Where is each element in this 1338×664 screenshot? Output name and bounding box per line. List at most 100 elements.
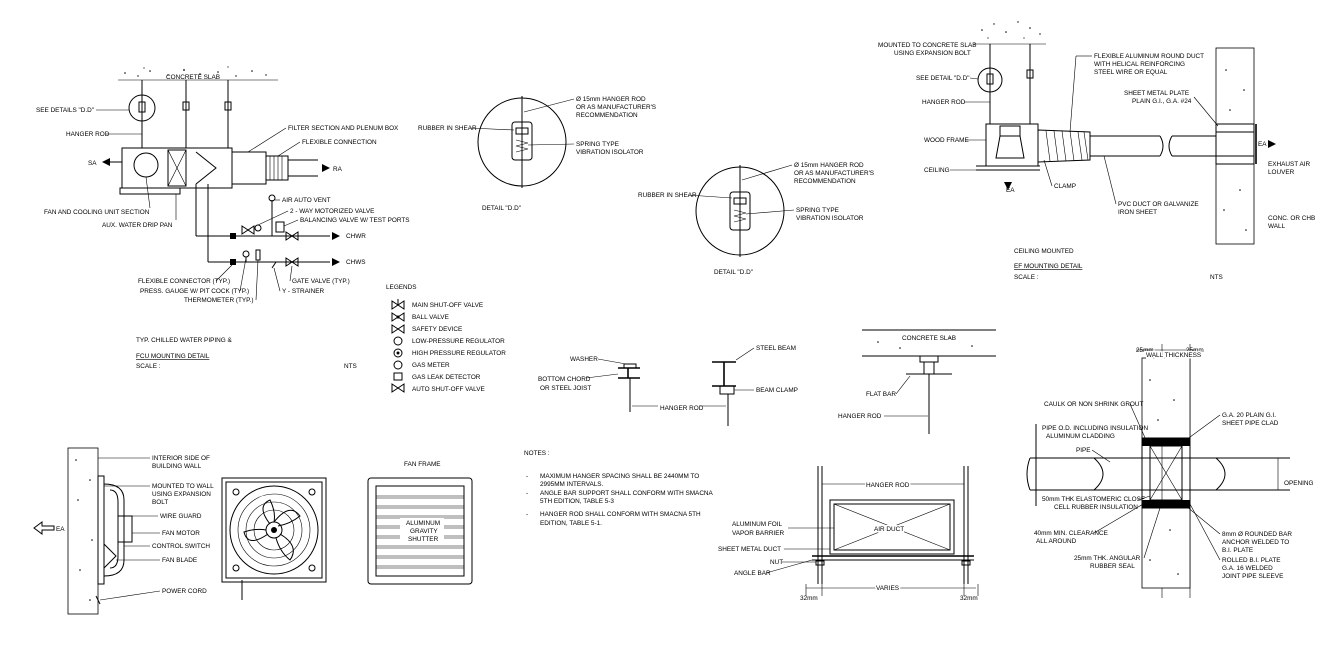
dd2-rod2: OR AS MANUFACTURER'S [794, 170, 874, 177]
legend-heading: LEGENDS [386, 284, 417, 291]
legend-item: BALL VALVE [412, 314, 449, 321]
sleeve-caulk: CAULK OR NON SHRINK GROUT [1044, 401, 1144, 408]
sleeve-d25a: 25mm [1136, 347, 1154, 354]
fan-mounted3: BOLT [152, 499, 168, 506]
notes-line: 5TH EDITION, TABLE 5-3 [540, 498, 614, 505]
beam-bottom1: BOTTOM CHORD [538, 376, 591, 383]
fan-interior1: INTERIOR SIDE OF [152, 455, 210, 462]
shutter-label3: SHUTTER [408, 536, 439, 543]
dd1-title: DETAIL "D.D" [482, 205, 521, 212]
dd2-spring: SPRING TYPE [796, 207, 839, 214]
sleeve-angular2: RUBBER SEAL [1090, 563, 1135, 570]
sleeve-rolled2: G.A. 16 WELDED [1222, 565, 1273, 572]
sleeve-opening: OPENING [1284, 480, 1314, 487]
fan-power: POWER CORD [162, 588, 207, 595]
sleeve-rolled1: ROLLED B.I. PLATE [1222, 557, 1280, 564]
legend-item: MAIN SHUT-OFF VALVE [412, 302, 483, 309]
ef-plate1: SHEET METAL PLATE [1124, 90, 1189, 97]
fcu-gate-valve: GATE VALVE (TYP.) [292, 278, 350, 285]
ef-mounting-detail: MOUNTED TO CONCRETE SLAB USING EXPANSION… [878, 21, 1315, 281]
fcu-air-vent: AIR AUTO VENT [282, 197, 331, 204]
pipe-sleeve-detail: 25mm 25mm WALL THICKNESS CAULK OR NON SH… [1026, 344, 1314, 598]
sleeve-bar3: B.I. PLATE [1222, 547, 1253, 554]
duct-nut: NUT [770, 559, 783, 566]
ef-hanger-rod: HANGER ROD [922, 99, 966, 106]
fcu-thermometer: THERMOMETER (TYP.) [184, 297, 253, 304]
sleeve-pipe-od1: PIPE O.D. INCLUDING INSULATION [1042, 425, 1148, 432]
duct-dim-right: 32mm [960, 595, 978, 602]
fcu-mounting-detail: CONCRETE SLAB RA SA SEE DETAILS "D.D" HA… [36, 66, 410, 370]
notes-heading: NOTES : [524, 450, 550, 457]
dd2-title: DETAIL "D.D" [714, 269, 753, 276]
ef-scale: SCALE : [1014, 274, 1039, 281]
fcu-press-gauge: PRESS. GAUGE W/ PIT COCK (TYP.) [140, 288, 249, 295]
ef-ceiling: CEILING [924, 167, 950, 174]
fan-blade: FAN BLADE [162, 557, 197, 564]
fcu-ra-label: RA [333, 166, 343, 173]
dd2-spring2: VIBRATION ISOLATOR [796, 215, 864, 222]
sleeve-pipe: PIPE [1076, 447, 1091, 454]
dd1-rod: Ø 15mm HANGER ROD [576, 96, 646, 103]
sleeve-elast2: CELL RUBBER INSULATION [1054, 504, 1138, 511]
sleeve-clear1: 40mm MIN. CLEARANCE [1034, 530, 1108, 537]
fcu-motorized-valve: 2 - WAY MOTORIZED VALVE [290, 208, 374, 215]
ef-see-detail: SEE DETAIL "D.D" [916, 75, 970, 82]
duct-hanger-rod: HANGER ROD [866, 482, 910, 489]
legend-item: GAS LEAK DETECTOR [412, 374, 481, 381]
notes-bullet: - [526, 490, 528, 497]
duct-foil1: ALUMINUM FOIL [732, 521, 783, 528]
fcu-flex-connector: FLEXIBLE CONNECTOR (TYP.) [138, 278, 230, 285]
fcu-hanger-rod: HANGER ROD [66, 131, 110, 138]
fcu-chws: CHWS [346, 259, 366, 266]
legend-item: HIGH PRESSURE REGULATOR [412, 350, 506, 357]
dd2-rod3: RECOMMENDATION [794, 178, 856, 185]
fcu-y-strainer: Y - STRAINER [282, 288, 325, 295]
slab-flat-bar: FLAT BAR [866, 391, 896, 398]
ef-mounted2: USING EXPANSION BOLT [894, 50, 971, 57]
dd1-rod3: RECOMMENDATION [576, 112, 638, 119]
beam-bottom2: OR STEEL JOIST [540, 385, 591, 392]
ef-mounted1: MOUNTED TO CONCRETE SLAB [878, 42, 976, 49]
duct-air-duct: AIR DUCT [874, 526, 904, 533]
ef-wall1: CONC. OR CHB [1268, 215, 1315, 222]
fan-mounted1: MOUNTED TO WALL [152, 483, 214, 490]
wall-fan-front-view [221, 477, 327, 600]
ef-pvc2: IRON SHEET [1118, 209, 1157, 216]
ef-clamp: CLAMP [1054, 183, 1076, 190]
ef-louver1: EXHAUST AIR [1268, 161, 1311, 168]
fan-ea: EA [56, 526, 65, 533]
notes-line: MAXIMUM HANGER SPACING SHALL BE 2440MM T… [540, 473, 699, 480]
fcu-filter-section: FILTER SECTION AND PLENUM BOX [288, 125, 399, 132]
duct-angle: ANGLE BAR [734, 570, 771, 577]
ef-wood-frame: WOOD FRAME [924, 137, 969, 144]
sleeve-pipe-od2: ALUMINUM CLADDING [1046, 433, 1115, 440]
fan-control: CONTROL SWITCH [152, 543, 210, 550]
fcu-typ-piping: TYP. CHILLED WATER PIPING & [136, 337, 232, 344]
sleeve-bar2: ANCHOR WELDED TO [1222, 539, 1289, 546]
fan-mounted2: USING EXPANSION [152, 491, 211, 498]
fcu-see-details: SEE DETAILS "D.D" [36, 107, 94, 114]
ef-title: EF MOUNTING DETAIL [1014, 263, 1083, 270]
ef-ea: EA [1006, 187, 1015, 194]
notes-line: EDITION, TABLE 5-1. [540, 520, 602, 527]
beam-washer: WASHER [570, 356, 598, 363]
slab-hanger-rod: HANGER ROD [838, 413, 882, 420]
legend-item: GAS METER [412, 362, 450, 369]
fcu-fan-cooling: FAN AND COOLING UNIT SECTION [44, 209, 150, 216]
fan-interior2: BUILDING WALL [152, 463, 202, 470]
slab-flat-bar-detail: CONCRETE SLAB FLAT BAR HANGER ROD [838, 329, 996, 434]
duct-foil2: VAPOR BARRIER [732, 530, 784, 537]
fan-frame-shutter: FAN FRAME ALUMINUM GRAVITY SHUTTER [367, 461, 473, 585]
fan-wire-guard: WIRE GUARD [160, 513, 202, 520]
fcu-concrete-slab-label: CONCRETE SLAB [166, 74, 220, 81]
legend: LEGENDS MAIN SHUT-OFF VALVE BALL VALVE S… [386, 284, 506, 393]
sleeve-clear2: ALL AROUND [1036, 538, 1077, 545]
fcu-title: FCU MOUNTING DETAIL [136, 353, 210, 360]
notes-line: 2995MM INTERVALS. [540, 481, 604, 488]
ef-ceiling-mounted: CEILING MOUNTED [1014, 248, 1074, 255]
duct-varies: VARIES [876, 585, 899, 592]
dd1-rubber: RUBBER IN SHEAR [418, 125, 477, 132]
fcu-balancing-valve: BALANCING VALVE W/ TEST PORTS [300, 217, 410, 224]
sleeve-elast1: 50mm THK ELASTOMERIC CLOSE [1042, 496, 1145, 503]
ef-flexible-duct [1037, 129, 1216, 163]
